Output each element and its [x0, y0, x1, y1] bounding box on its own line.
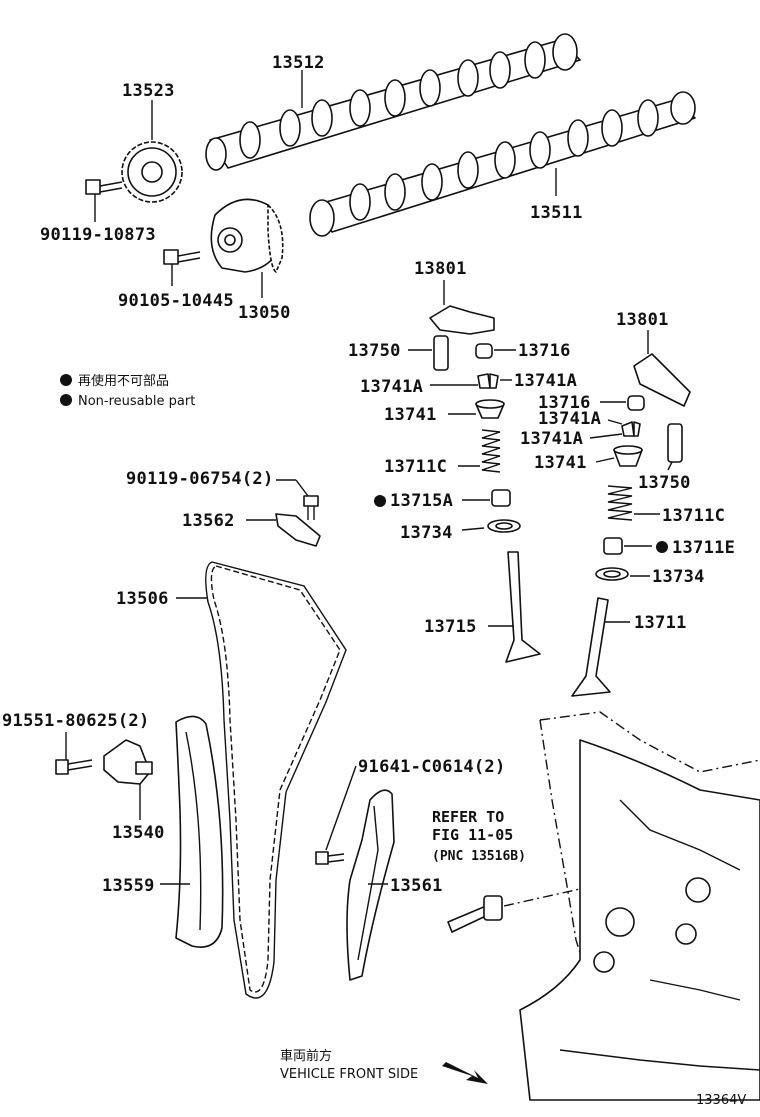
- valve-spring-13711C-right[interactable]: [607, 485, 633, 521]
- engine-block: [519, 711, 760, 1101]
- label-13711C-right: 13711C: [662, 506, 725, 526]
- label-13801-left: 13801: [414, 259, 467, 279]
- non-reusable-dot-icon: [60, 394, 72, 406]
- label-90119-06754: 90119-06754(2): [126, 469, 274, 489]
- label-13734-left: 13734: [400, 523, 453, 543]
- label-13715A: 13715A: [390, 491, 453, 511]
- label-90105-10445: 90105-10445: [118, 291, 234, 311]
- label-13715: 13715: [424, 617, 477, 637]
- spring-retainer-13741-right[interactable]: [613, 445, 643, 467]
- label-13750-left: 13750: [348, 341, 401, 361]
- label-91551-80625: 91551-80625(2): [2, 711, 150, 731]
- label-13512: 13512: [272, 53, 325, 73]
- front-direction-arrow-icon: [442, 1062, 488, 1084]
- bolt-90119-06754[interactable]: [303, 495, 319, 520]
- label-13711: 13711: [634, 613, 687, 633]
- legend-jp: 再使用不可部品: [78, 373, 169, 389]
- spring-seat-13734-right[interactable]: [595, 567, 629, 581]
- exhaust-valve-13711[interactable]: [571, 597, 611, 697]
- chain-damper-13561[interactable]: [346, 789, 395, 981]
- label-13741-right: 13741: [534, 453, 587, 473]
- reference-line3: (PNC 13516B): [432, 849, 526, 864]
- label-13741A-left-a: 13741A: [360, 377, 423, 397]
- valve-key-13741A-right[interactable]: [621, 421, 641, 437]
- camshaft-13512[interactable]: [205, 33, 581, 171]
- reference-line2: FIG 11-05: [432, 826, 513, 844]
- spring-seat-13734-left[interactable]: [487, 519, 521, 533]
- bolt-91551-80625[interactable]: [55, 759, 93, 775]
- label-13734-right: 13734: [652, 567, 705, 587]
- cap-13716-left[interactable]: [475, 343, 493, 359]
- label-13750-right: 13750: [638, 473, 691, 493]
- valve-spring-13711C-left[interactable]: [481, 429, 501, 473]
- reference-line1: REFER TO: [432, 808, 504, 826]
- rocker-arm-13801-right[interactable]: [633, 353, 691, 407]
- label-13741A-left-b: 13741A: [514, 371, 577, 391]
- spring-retainer-13741-left[interactable]: [475, 399, 505, 419]
- cap-13716-right[interactable]: [627, 395, 645, 411]
- valve-stem-seal-13715A[interactable]: [491, 489, 511, 507]
- rocker-arm-13801-left[interactable]: [429, 305, 495, 335]
- direction-en: VEHICLE FRONT SIDE: [280, 1067, 418, 1082]
- lash-adjuster-13750-right[interactable]: [667, 423, 683, 463]
- label-13559: 13559: [102, 876, 155, 896]
- label-13050: 13050: [238, 303, 291, 323]
- label-13511: 13511: [530, 203, 583, 223]
- label-13711E: 13711E: [672, 538, 735, 558]
- label-91641-C0614: 91641-C0614(2): [358, 757, 506, 777]
- label-13561: 13561: [390, 876, 443, 896]
- vvt-gear-13050[interactable]: [210, 198, 284, 273]
- label-13523: 13523: [122, 81, 175, 101]
- timing-chain-13506[interactable]: [205, 561, 347, 999]
- figure-code: 13364V: [696, 1093, 746, 1108]
- label-13741A-right-b: 13741A: [520, 429, 583, 449]
- label-13540: 13540: [112, 823, 165, 843]
- cam-sprocket-13523[interactable]: [121, 141, 183, 203]
- label-13716-left: 13716: [518, 341, 571, 361]
- label-13801-right: 13801: [616, 310, 669, 330]
- camshaft-13511[interactable]: [309, 91, 696, 237]
- chain-tensioner-13540[interactable]: [103, 739, 153, 785]
- label-13741-left: 13741: [384, 405, 437, 425]
- chain-guide-13562[interactable]: [275, 513, 321, 547]
- non-reusable-dot-icon: [374, 495, 386, 507]
- label-13711C-left: 13711C: [384, 457, 447, 477]
- valve-stem-seal-13711E[interactable]: [603, 537, 623, 555]
- label-90119-10873: 90119-10873: [40, 225, 156, 245]
- bolt-90119-10873[interactable]: [85, 179, 123, 195]
- label-13741A-right-a: 13741A: [538, 409, 601, 429]
- lash-adjuster-13750-left[interactable]: [433, 335, 449, 371]
- oil-pump-drive-shaft[interactable]: [447, 895, 503, 933]
- bolt-91641-C0614[interactable]: [315, 851, 345, 865]
- intake-valve-13715[interactable]: [505, 551, 541, 663]
- label-13506: 13506: [116, 589, 169, 609]
- legend-en: Non-reusable part: [78, 394, 195, 409]
- non-reusable-dot-icon: [60, 374, 72, 386]
- bolt-90105-10445[interactable]: [163, 249, 201, 265]
- direction-jp: 車両前方: [280, 1048, 332, 1064]
- label-13716-right: 13716: [538, 393, 591, 413]
- non-reusable-dot-icon: [656, 541, 668, 553]
- label-13562: 13562: [182, 511, 235, 531]
- valve-key-13741A-left[interactable]: [477, 373, 499, 389]
- chain-slipper-13559[interactable]: [175, 715, 224, 948]
